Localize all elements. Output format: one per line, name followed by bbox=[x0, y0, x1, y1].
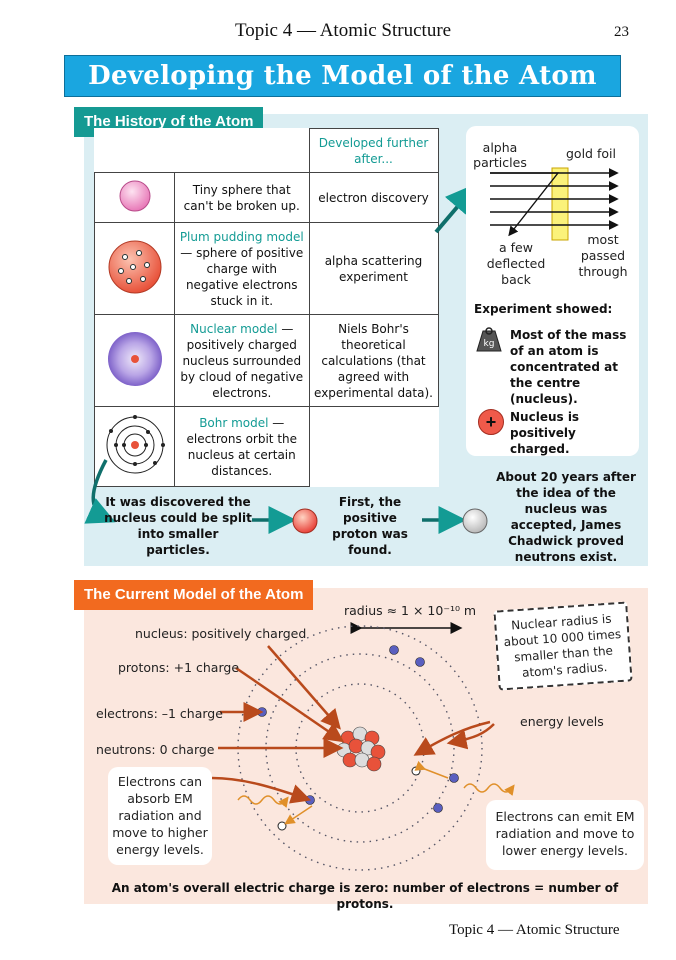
weight-icon-label: kg bbox=[484, 339, 495, 349]
protons-label: protons: +1 charge bbox=[118, 660, 240, 675]
col-header-developed-after: Developed further after... bbox=[308, 128, 439, 173]
atom-diagram bbox=[211, 622, 515, 871]
model-description: Nuclear model — positively charged nucle… bbox=[174, 314, 310, 407]
solid-sphere-icon bbox=[119, 180, 150, 211]
passed-through-label: most passed through bbox=[578, 232, 628, 279]
flow-step-2: First, the positive proton was found. bbox=[332, 495, 408, 557]
plum-pudding-icon bbox=[108, 240, 161, 293]
overall-charge-summary: An atom's overall electric charge is zer… bbox=[111, 881, 619, 911]
developed-after: Niels Bohr's theoretical calculations (t… bbox=[308, 314, 439, 407]
nuclear-radius-note: Nuclear radius is about 10 000 times sma… bbox=[493, 601, 633, 691]
table-row: Nuclear model — positively charged nucle… bbox=[94, 314, 439, 407]
page-title: Developing the Model of the Atom bbox=[64, 55, 621, 97]
gold-foil-diagram bbox=[490, 167, 619, 241]
model-description: Tiny sphere that can't be broken up. bbox=[174, 172, 310, 223]
page-number: 23 bbox=[614, 24, 629, 40]
developed-after: alpha scattering experiment bbox=[308, 222, 439, 315]
emit-note: Electrons can emit EM radiation and move… bbox=[486, 800, 644, 870]
model-image bbox=[94, 314, 175, 407]
nuclear-model-icon bbox=[107, 331, 162, 386]
neutron-icon bbox=[462, 508, 488, 534]
weight-icon: kg bbox=[476, 327, 502, 352]
current-model-heading: The Current Model of the Atom bbox=[74, 580, 314, 610]
model-image bbox=[94, 406, 175, 487]
page-topic-footer: Topic 4 — Atomic Structure bbox=[449, 922, 620, 938]
electrons-label: electrons: –1 charge bbox=[96, 706, 223, 721]
table-row: Tiny sphere that can't be broken up. ele… bbox=[94, 172, 439, 223]
history-table: Developed further after... Tiny sphere t… bbox=[94, 128, 439, 487]
finding-mass: Most of the mass of an atom is concentra… bbox=[510, 328, 627, 406]
model-name: Nuclear model bbox=[190, 321, 278, 336]
model-image bbox=[94, 222, 175, 315]
model-desc-text: — positively charged nucleus surrounded … bbox=[180, 321, 304, 400]
model-description: Plum pudding model — sphere of positive … bbox=[174, 222, 310, 315]
model-image bbox=[94, 172, 175, 223]
plus-icon: + bbox=[478, 409, 504, 435]
bohr-model-icon bbox=[106, 414, 165, 473]
deflected-label: a few deflected back bbox=[486, 240, 546, 287]
alpha-particles-label: alpha particles bbox=[473, 140, 527, 170]
model-description: Bohr model — electrons orbit the nucleus… bbox=[174, 406, 310, 487]
model-name: Plum pudding model bbox=[179, 229, 304, 244]
model-desc-text: — sphere of positive charge with negativ… bbox=[180, 245, 304, 308]
experiment-showed-heading: Experiment showed: bbox=[474, 302, 613, 316]
discovery-flow-arrows bbox=[84, 459, 467, 534]
table-row: Plum pudding model — sphere of positive … bbox=[94, 222, 439, 315]
table-row: Bohr model — electrons orbit the nucleus… bbox=[94, 406, 439, 487]
model-desc-text: — electrons orbit the nucleus at certain… bbox=[186, 415, 298, 478]
page-topic-header: Topic 4 — Atomic Structure bbox=[235, 20, 452, 41]
flow-step-1: It was discovered the nucleus could be s… bbox=[104, 495, 252, 557]
radius-label: radius ≈ 1 × 10⁻¹⁰ m bbox=[344, 603, 477, 618]
absorb-note: Electrons can absorb EM radiation and mo… bbox=[108, 767, 212, 865]
gold-foil-label: gold foil bbox=[566, 146, 616, 161]
energy-levels-label: energy levels bbox=[520, 714, 604, 729]
flow-step-3: About 20 years after the idea of the nuc… bbox=[496, 470, 636, 564]
developed-after: electron discovery bbox=[308, 172, 439, 223]
neutrons-label: neutrons: 0 charge bbox=[96, 742, 215, 757]
finding-charge: Nucleus is positively charged. bbox=[510, 410, 580, 456]
model-name: Bohr model bbox=[199, 415, 269, 430]
proton-icon bbox=[292, 508, 318, 534]
nucleus-label: nucleus: positively charged bbox=[135, 626, 307, 641]
